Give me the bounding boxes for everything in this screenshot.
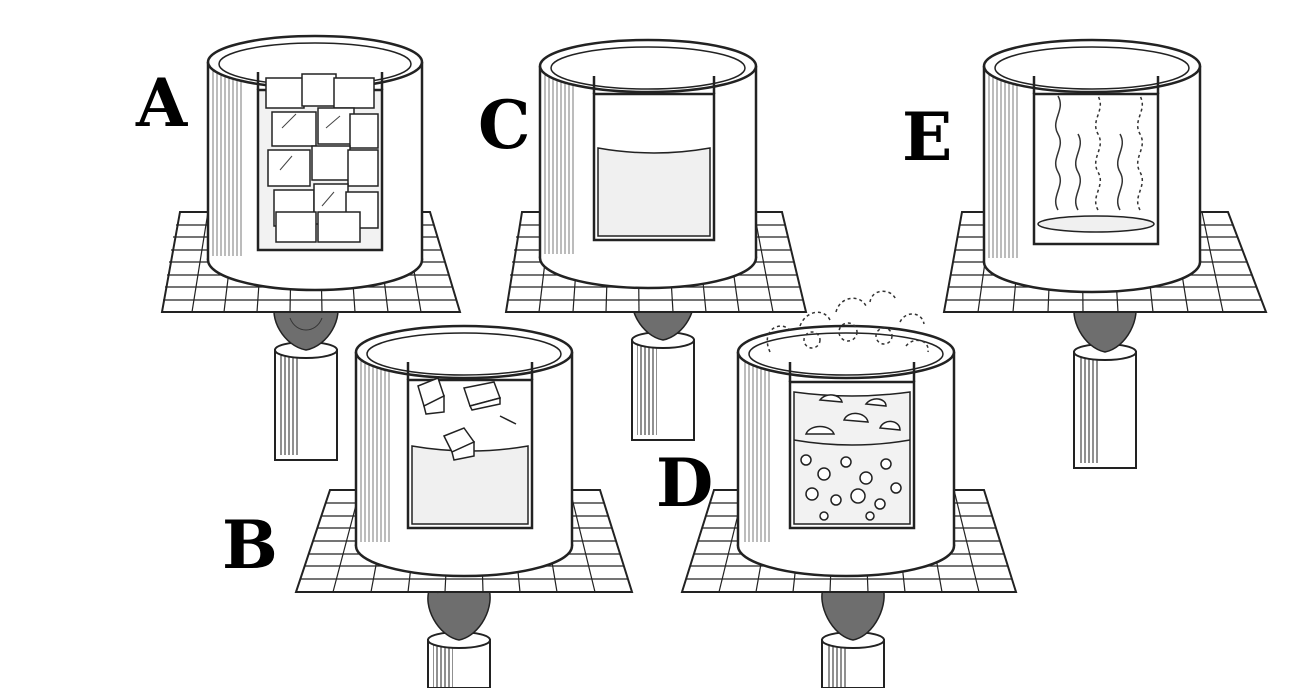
stage-label-b: B bbox=[222, 506, 278, 584]
pot-icon bbox=[736, 324, 956, 578]
vapor-lines-icon bbox=[1055, 95, 1143, 211]
pot-icon bbox=[538, 38, 758, 290]
stage-label-e: E bbox=[902, 98, 953, 176]
stage-label-d: D bbox=[656, 444, 714, 522]
stage-e-apparatus bbox=[942, 38, 1268, 469]
steam-icon bbox=[766, 290, 929, 353]
stage-c-apparatus bbox=[504, 38, 808, 441]
burner-icon bbox=[821, 631, 885, 689]
stage-b-apparatus bbox=[294, 324, 634, 689]
ice-cubes-icon bbox=[265, 73, 379, 243]
stage-d-apparatus bbox=[680, 290, 1018, 689]
stage-a-apparatus bbox=[160, 34, 462, 461]
stage-label-c: C bbox=[478, 86, 531, 164]
burner-icon bbox=[1073, 343, 1137, 469]
pot-icon bbox=[982, 38, 1202, 294]
burner-icon bbox=[631, 331, 695, 441]
burner-icon bbox=[274, 341, 338, 461]
bubbles-icon bbox=[800, 394, 902, 521]
stage-label-a: A bbox=[136, 64, 188, 142]
floating-ice-icon bbox=[417, 377, 517, 461]
